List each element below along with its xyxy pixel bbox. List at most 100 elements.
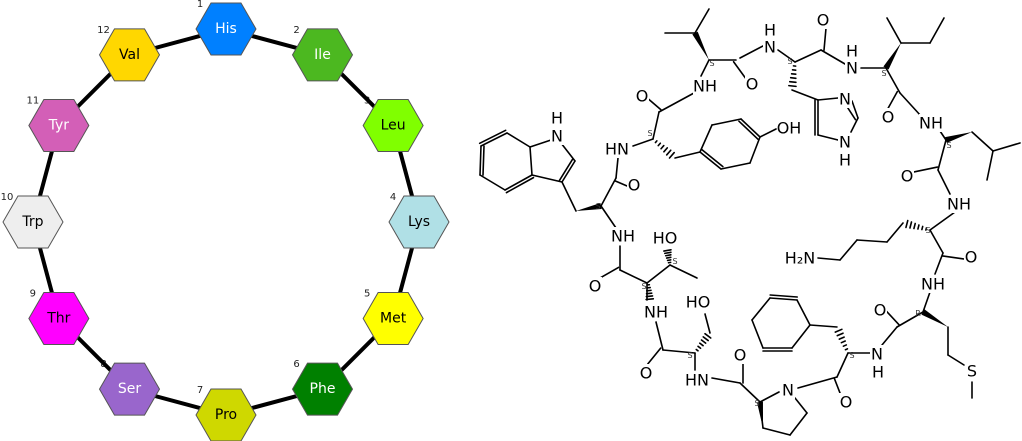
bond xyxy=(791,324,811,349)
residue-number: 10 xyxy=(1,192,14,203)
atom-label: O xyxy=(636,87,649,106)
stereo-descriptor: S xyxy=(595,202,600,211)
hashed-bond xyxy=(913,222,917,230)
atom-label-bg xyxy=(947,195,971,213)
bond xyxy=(986,150,994,181)
atom-label-bg xyxy=(653,229,677,247)
atom-label: N xyxy=(871,345,883,364)
atom-label: HN xyxy=(685,371,709,390)
bond xyxy=(762,427,791,436)
stereo-descriptor: S xyxy=(946,141,951,150)
atom-label-bg xyxy=(635,87,649,105)
atom-label-bg xyxy=(965,362,979,380)
bond xyxy=(739,382,761,403)
bond xyxy=(600,205,617,229)
hashed-bond xyxy=(704,332,712,339)
atom-label-bg xyxy=(881,108,895,126)
atom-label-bg xyxy=(763,38,777,56)
hexagon-icon xyxy=(388,195,450,249)
bond xyxy=(836,352,849,378)
bond xyxy=(851,100,859,119)
bond xyxy=(809,324,838,328)
hashed-bond xyxy=(834,328,843,333)
hashed-bond xyxy=(909,221,913,229)
bond xyxy=(560,142,576,162)
bond xyxy=(971,131,994,152)
hashed-bond xyxy=(925,227,928,231)
bond xyxy=(751,319,764,349)
residue-number: 11 xyxy=(26,96,39,107)
bond xyxy=(619,269,648,284)
atom-label-bg xyxy=(900,167,914,185)
hashed-bond xyxy=(842,344,848,347)
atom-label: NH xyxy=(644,303,668,322)
residue-label: Leu xyxy=(381,118,406,134)
atom-label: O xyxy=(640,364,653,383)
bond xyxy=(817,257,841,261)
hashed-bond xyxy=(668,151,676,159)
atom-label-bg xyxy=(921,275,945,293)
hashed-bond xyxy=(666,259,672,262)
atom-label: O xyxy=(746,75,759,94)
double-bond xyxy=(505,176,535,194)
bond xyxy=(480,132,508,147)
atom-label-bg xyxy=(627,176,641,194)
double-bond xyxy=(482,145,485,176)
atom-label: O xyxy=(628,176,641,195)
bond xyxy=(820,49,846,65)
atom-label-bg xyxy=(838,151,852,169)
residue-label: Met xyxy=(380,311,407,327)
hexagon-icon xyxy=(362,292,424,345)
hashed-bond xyxy=(657,142,662,147)
atom-label-bg xyxy=(550,127,564,145)
atom-label-bg xyxy=(781,381,795,399)
hexagon-icon xyxy=(291,362,354,416)
bond xyxy=(881,326,898,346)
bond xyxy=(934,252,944,275)
hashed-bond xyxy=(660,144,665,150)
residue-tyr: Tyr xyxy=(28,99,90,152)
atom-label-bg xyxy=(816,11,830,29)
bond xyxy=(658,92,695,113)
stereo-descriptor: R xyxy=(915,309,921,318)
bond xyxy=(506,132,531,148)
bond xyxy=(937,169,951,195)
residue-number: 1 xyxy=(197,0,203,10)
atom-label-bg xyxy=(686,293,710,311)
hexagon-icon xyxy=(362,99,424,152)
atom-label: NH xyxy=(921,275,945,294)
atom-label-bg xyxy=(919,114,943,132)
atom-label: N xyxy=(551,127,563,146)
bond xyxy=(856,239,888,243)
residue-label: Pro xyxy=(215,407,237,423)
bond xyxy=(699,124,713,153)
bond xyxy=(646,264,671,284)
stereo-descriptor: S xyxy=(849,351,854,360)
atom-label: N xyxy=(782,381,794,400)
hashed-bond xyxy=(788,84,797,88)
bond xyxy=(789,412,808,436)
stereo-descriptor: S xyxy=(754,399,759,408)
bond xyxy=(922,291,931,313)
atom-label: N xyxy=(839,90,851,109)
atom-label-bg xyxy=(588,277,602,295)
atom-label-bg xyxy=(550,109,564,127)
residue-phe: Phe xyxy=(291,362,354,416)
atom-label: O xyxy=(734,346,747,365)
hexagon-icon xyxy=(195,388,257,441)
double-bond xyxy=(886,90,899,111)
bond xyxy=(662,349,696,354)
atom-label-bg xyxy=(845,59,859,77)
hashed-bond xyxy=(788,80,797,84)
atom-label: N xyxy=(846,59,858,78)
hexagon-icon xyxy=(28,292,90,345)
residue-label: Trp xyxy=(21,214,43,230)
atom-label-bg xyxy=(693,77,717,95)
residue-val: Val xyxy=(98,28,161,82)
atom-label: O xyxy=(840,393,853,412)
bond xyxy=(531,174,563,183)
stereo-descriptor: S xyxy=(925,226,930,235)
residue-label: Tyr xyxy=(48,118,70,134)
residue-pro: Pro xyxy=(195,388,257,441)
atom-label-bg xyxy=(964,248,978,266)
